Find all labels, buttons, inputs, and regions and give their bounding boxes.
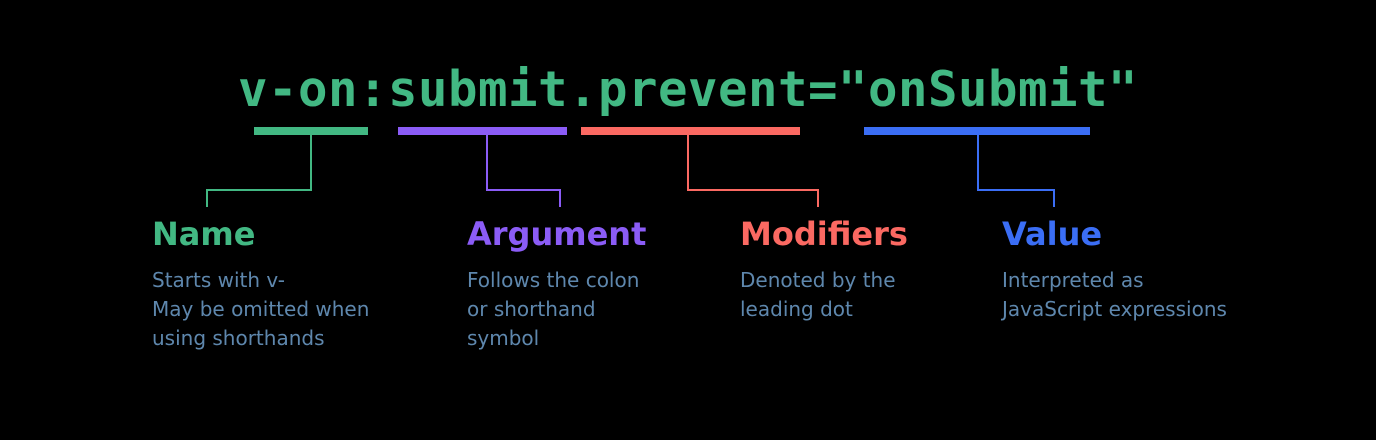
connector-name bbox=[206, 127, 368, 207]
segment-description-name: Starts with v- May be omitted when using… bbox=[152, 268, 370, 350]
segment-title-modifiers: Modifiers bbox=[740, 215, 908, 253]
segment-description-argument: Follows the colon or shorthand symbol bbox=[467, 268, 640, 350]
connector-modifiers bbox=[581, 127, 819, 207]
elbow-name bbox=[206, 135, 312, 207]
connector-argument bbox=[398, 127, 567, 207]
segment-description-value: Interpreted as JavaScript expressions bbox=[1002, 268, 1227, 321]
segment-column-value: Value Interpreted as JavaScript expressi… bbox=[1002, 216, 1322, 324]
segment-column-name: Name Starts with v- May be omitted when … bbox=[152, 216, 452, 353]
segment-title-name: Name bbox=[152, 215, 256, 253]
elbow-argument bbox=[486, 135, 561, 207]
segment-title-value: Value bbox=[1002, 215, 1103, 253]
elbow-value bbox=[977, 135, 1055, 207]
segment-column-argument: Argument Follows the colon or shorthand … bbox=[467, 216, 717, 353]
segment-description-modifiers: Denoted by the leading dot bbox=[740, 268, 896, 321]
connector-value bbox=[864, 127, 1090, 207]
elbow-modifiers bbox=[687, 135, 819, 207]
segment-column-modifiers: Modifiers Denoted by the leading dot bbox=[740, 216, 990, 324]
segment-title-argument: Argument bbox=[467, 215, 647, 253]
code-expression: v-on:submit.prevent="onSubmit" bbox=[237, 61, 1138, 118]
